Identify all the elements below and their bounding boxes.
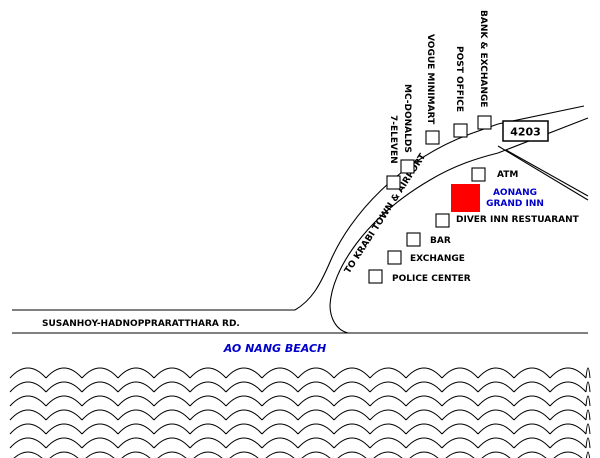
airport-road bbox=[294, 123, 499, 334]
hotel-name-line1: AONANG bbox=[493, 188, 537, 198]
wave-row bbox=[9, 381, 591, 393]
landmark-7-eleven: 7-ELEVEN bbox=[386, 115, 401, 190]
hotel-marker bbox=[451, 184, 480, 212]
landmark-bank-exchange: BANK & EXCHANGE bbox=[477, 10, 492, 130]
beach-name-label: AO NANG BEACH bbox=[223, 342, 327, 355]
diver-inn-label: DIVER INN RESTUARANT bbox=[456, 215, 580, 225]
landmark-diver-inn: DIVER INN RESTUARANT bbox=[435, 213, 580, 228]
wave-row bbox=[9, 367, 591, 379]
landmark-exchange: EXCHANGE bbox=[387, 250, 465, 265]
route-4203-label: 4203 bbox=[510, 126, 541, 139]
landmark-bar: BAR bbox=[406, 232, 451, 247]
vogue-minimart-label: VOGUE MINIMART bbox=[425, 34, 435, 125]
wave-row bbox=[9, 409, 591, 421]
mc-donalds-label: MC-DONALDS bbox=[402, 84, 412, 153]
hotel-name-line2: GRAND INN bbox=[486, 199, 544, 209]
wave-row bbox=[9, 437, 591, 449]
landmark-atm: ATM bbox=[471, 167, 518, 182]
hotel-aonang-grand-inn: AONANG GRAND INN bbox=[451, 184, 544, 212]
wave-row bbox=[9, 395, 591, 407]
post-office-label: POST OFFICE bbox=[454, 46, 464, 112]
bar-label: BAR bbox=[430, 236, 451, 246]
wave-row bbox=[13, 451, 591, 458]
seven-eleven-label: 7-ELEVEN bbox=[388, 115, 398, 164]
police-center-label: POLICE CENTER bbox=[392, 274, 471, 284]
route-4203-shield bbox=[502, 120, 549, 142]
wave-row bbox=[9, 423, 591, 435]
street-name-label: SUSANHOY-HADNOPPRARATTHARA RD. bbox=[42, 319, 240, 329]
bank-exchange-label: BANK & EXCHANGE bbox=[478, 10, 488, 107]
beach-road bbox=[12, 309, 588, 334]
highway-4203: 4203 bbox=[497, 105, 589, 201]
landmark-vogue-minimart: VOGUE MINIMART bbox=[425, 34, 440, 145]
atm-label: ATM bbox=[497, 170, 518, 180]
landmark-post-office: POST OFFICE bbox=[453, 46, 468, 138]
exchange-label: EXCHANGE bbox=[410, 254, 465, 264]
sea-waves bbox=[9, 367, 591, 458]
landmark-mc-donalds: MC-DONALDS bbox=[400, 84, 415, 174]
landmark-police-center: POLICE CENTER bbox=[368, 269, 471, 284]
